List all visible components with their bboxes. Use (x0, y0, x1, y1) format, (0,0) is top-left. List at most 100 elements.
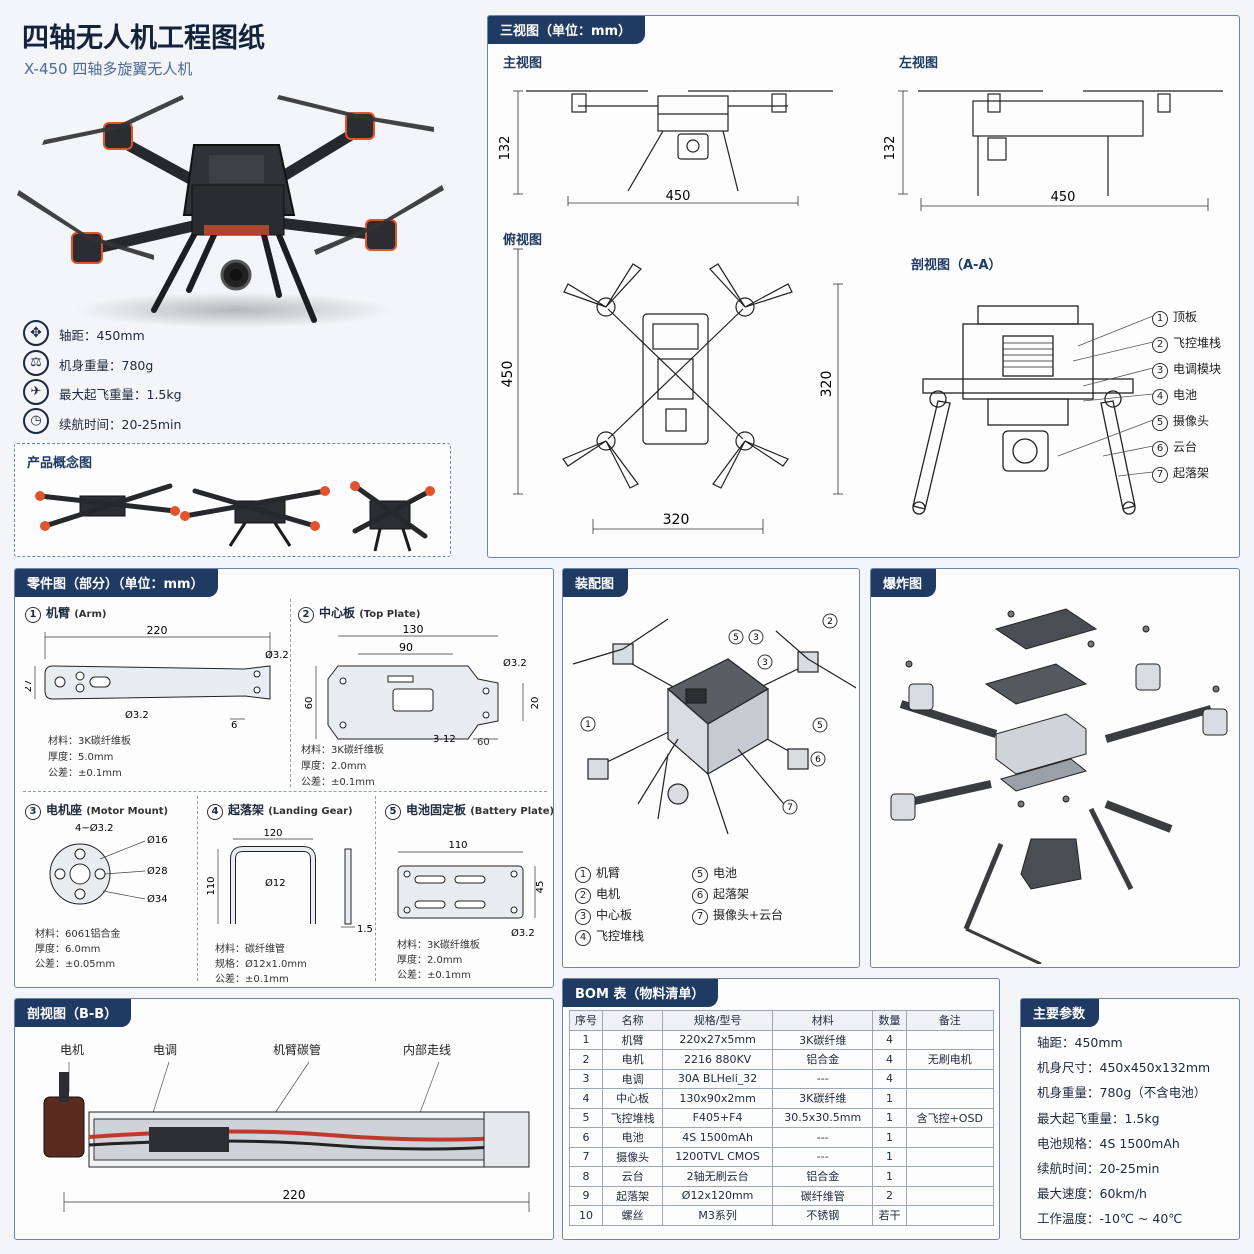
main-params-list: 轴距：450mm 机身尺寸：450x450x132mm 机身重量：780g（不含… (1037, 1032, 1210, 1234)
plate-h20-dim: 20 (530, 697, 541, 710)
exploded-panel: 爆炸图 (870, 568, 1240, 968)
top-view-title: 俯视图 (503, 233, 543, 248)
section-aa-leaders (1057, 315, 1154, 477)
front-width-dim: 450 (666, 189, 691, 204)
bom-col-material: 材料 (772, 1010, 874, 1031)
bb-label-wiring: 内部走线 (403, 1043, 452, 1057)
exploded-title: 爆炸图 (871, 569, 937, 597)
parts-vdivider-3 (375, 796, 376, 981)
param-endurance: 续航时间：20-25min (1037, 1160, 1160, 1176)
concept-renders (35, 481, 435, 552)
param-dimensions: 机身尺寸：450x450x132mm (1037, 1060, 1211, 1076)
param-battery: 电池规格：4S 1500mAh (1037, 1135, 1180, 1151)
mount-d1-dim: Ø16 (147, 834, 168, 846)
plate-h60-dim: 60 (304, 697, 315, 710)
param-weight: 机身重量：780g（不含电池） (1037, 1085, 1207, 1101)
mount-d2-dim: Ø28 (147, 865, 168, 877)
gear-diameter-dim: Ø12 (265, 877, 286, 889)
bom-col-index: 序号 (568, 1010, 604, 1031)
mount-thickness: 厚度：6.0mm (35, 944, 101, 955)
arm-thickness: 厚度：5.0mm (48, 752, 114, 763)
bb-label-esc: 电调 (153, 1043, 178, 1057)
gear-tolerance: 公差：±0.1mm (215, 974, 289, 985)
side-width-dim: 450 (1051, 190, 1076, 205)
assembly-callout-3b: 3 (762, 658, 768, 668)
battery-plate-hole-dim: Ø3.2 (511, 927, 535, 939)
mount-d3-dim: Ø34 (147, 893, 168, 905)
assembly-callout-5b: 5 (817, 721, 823, 731)
plate-tolerance: 公差：±0.1mm (301, 777, 375, 788)
battery-plate-material: 材料：3K碳纤维板 (397, 940, 480, 951)
gear-height-dim: 110 (206, 876, 217, 895)
page-subtitle: X-450 四轴多旋翼无人机 (24, 60, 193, 78)
spec-wheelbase: 轴距：450mm (59, 328, 145, 343)
assembly-callout-6: 6 (815, 755, 821, 765)
plate-w2-dim: 90 (399, 641, 413, 654)
arm-d6-dim: 6 (231, 720, 237, 731)
plate-w1-dim: 130 (403, 623, 424, 636)
mount-drawing: 4−Ø3.2 Ø16 Ø28 Ø34 (49, 822, 168, 905)
bb-label-motor: 电机 (60, 1043, 85, 1057)
front-view-title: 主视图 (503, 56, 543, 71)
spec-endurance: 续航时间：20-25min (59, 417, 182, 432)
assembly-callout-5a: 5 (733, 633, 739, 643)
arm-drawing: 220 Ø3.2 Ø3.2 27 6 (25, 624, 289, 731)
arm-length-dim: 220 (147, 624, 168, 637)
section-bb-title: 剖视图（B-B） (15, 999, 132, 1027)
top-view-drawing: 450 320 320 (500, 248, 843, 534)
assembly-callout-3a: 3 (753, 633, 759, 643)
assembly-callout-1: 1 (585, 720, 591, 730)
top-height-dim: 450 (500, 361, 516, 388)
spec-weight: 机身重量：780g (59, 358, 154, 373)
battery-plate-thickness: 厚度：2.0mm (397, 955, 463, 966)
bom-col-qty: 数量 (872, 1010, 907, 1031)
page-title: 四轴无人机工程图纸 (22, 23, 265, 54)
bom-col-note: 备注 (905, 1010, 995, 1031)
side-height-dim: 132 (883, 136, 898, 161)
assembly-callout-7: 7 (787, 803, 793, 813)
main-params-panel: 主要参数 轴距：450mm 机身尺寸：450x450x132mm 机身重量：78… (1020, 998, 1240, 1240)
section-aa-drawing (912, 305, 1136, 515)
mount-tolerance: 公差：±0.05mm (35, 959, 116, 970)
assembly-callout-2: 2 (827, 617, 833, 627)
hero-drone-render (17, 95, 444, 328)
param-max-speed: 最大速度：60km/h (1037, 1186, 1147, 1202)
clock-icon: ◷ (23, 408, 49, 434)
battery-plate-height-dim: 45 (535, 881, 546, 894)
top-width-dim: 320 (663, 512, 690, 528)
mount-holes-dim: 4−Ø3.2 (75, 822, 114, 834)
side-view-title: 左视图 (899, 56, 939, 71)
gear-drawing: 120 110 Ø12 1.5 (206, 828, 373, 934)
section-bb-panel: 剖视图（B-B） 电机 电调 机臂碳管 内部走线 220 (14, 998, 554, 1240)
concept-title: 产品概念图 (27, 456, 93, 471)
plate-material: 材料：3K碳纤维板 (301, 745, 384, 756)
gear-spec: 规格：Ø12x1.0mm (215, 959, 307, 970)
front-view-drawing: 132 450 (498, 90, 833, 206)
arm-hole2-dim: Ø3.2 (125, 709, 149, 721)
parts-title: 零件图（部分）（单位：mm） (15, 569, 218, 597)
bb-label-arm-tube: 机臂碳管 (273, 1043, 322, 1057)
bom-title: BOM 表（物料清单） (563, 979, 719, 1007)
battery-plate-width-dim: 110 (448, 840, 467, 851)
parts-vdivider-2 (197, 796, 198, 981)
section-bb-drawing: 220 (43, 1061, 530, 1212)
assembly-title: 装配图 (563, 569, 629, 597)
weight-icon: ⚖ (23, 350, 49, 376)
plate-slot-dim: 3-12 (433, 734, 456, 745)
